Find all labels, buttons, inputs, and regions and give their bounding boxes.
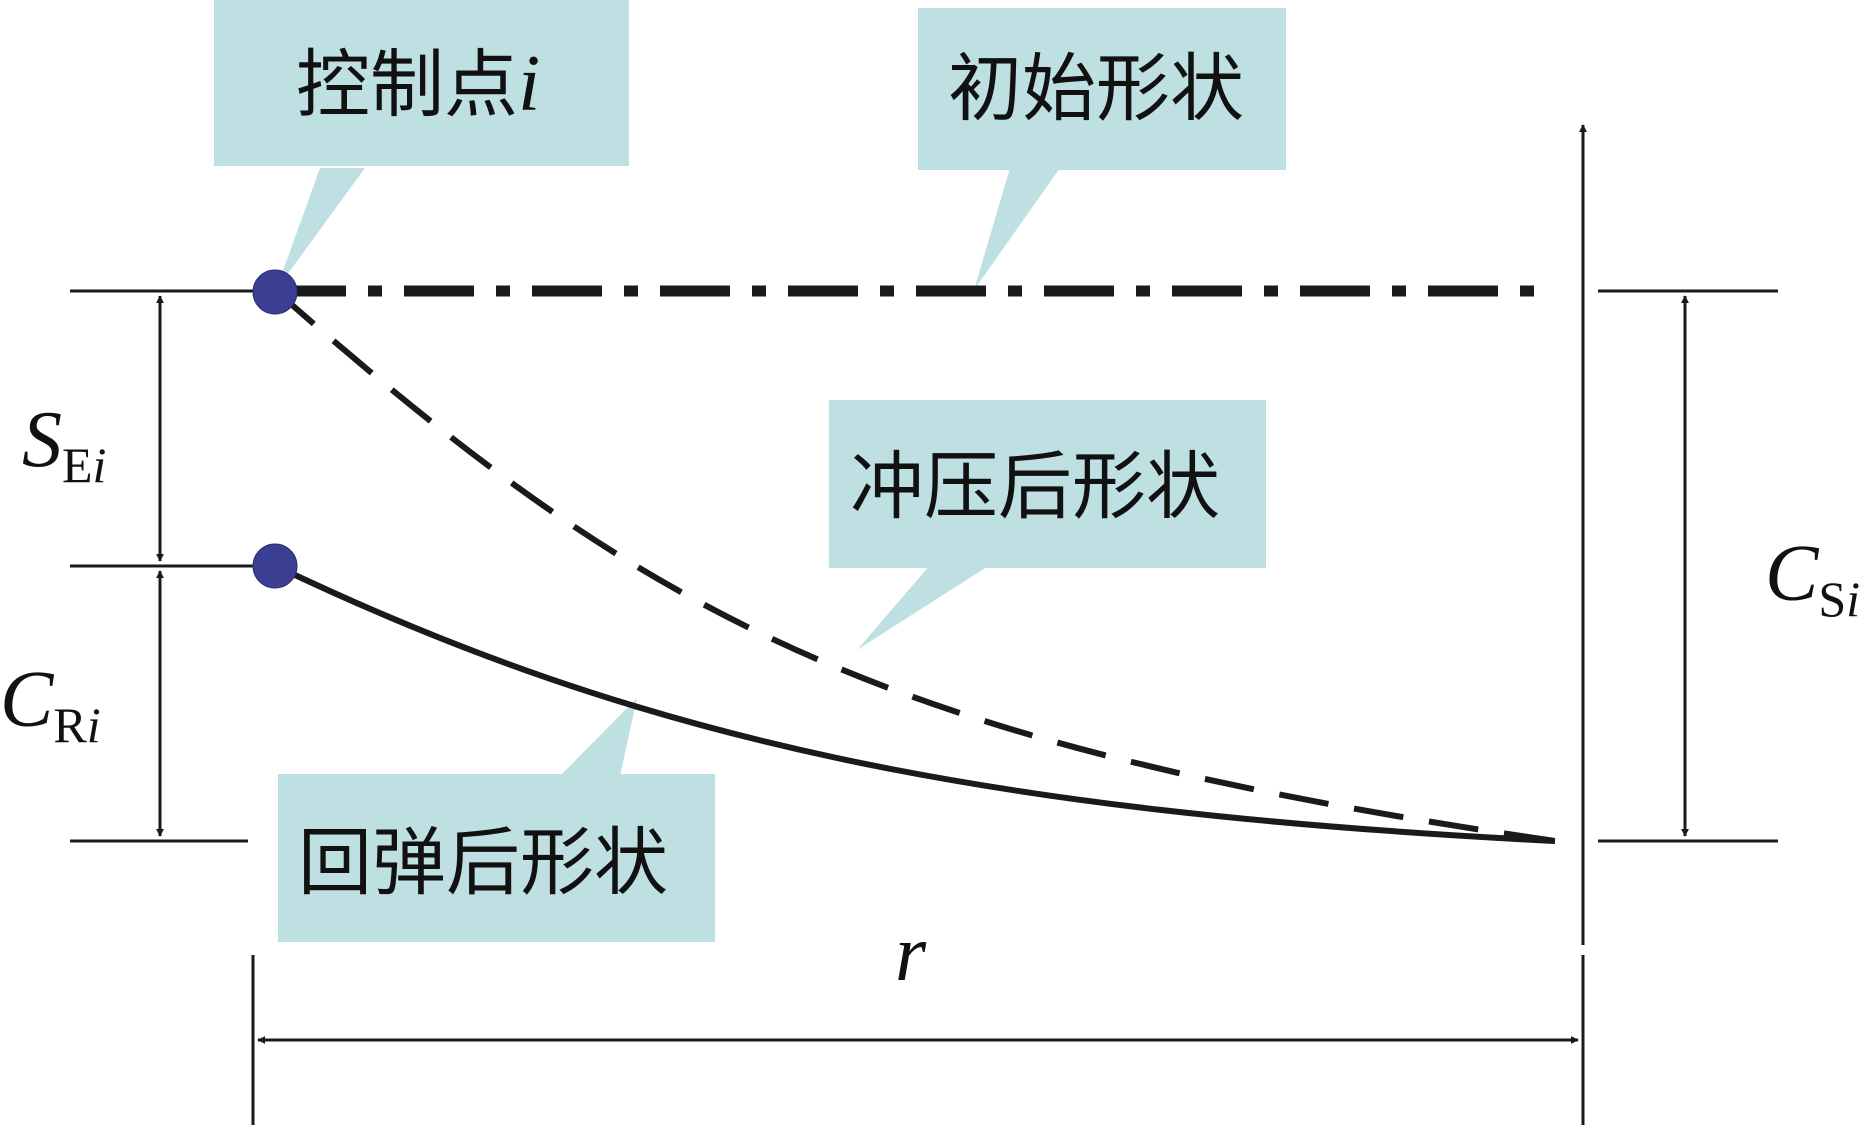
control-point-top <box>252 269 298 315</box>
callout-initial-shape-pointer <box>974 168 1060 290</box>
callout-control-point: 控制点i <box>214 0 629 290</box>
control-point-bottom <box>252 543 298 589</box>
callout-stamped-shape: 冲压后形状 <box>829 400 1266 650</box>
stamped-shape-curve <box>274 288 1556 844</box>
callout-springback-shape-box <box>278 774 715 942</box>
callout-stamped-shape-pointer <box>857 565 990 650</box>
callout-springback-shape-label: 回弹后形状 <box>298 820 668 906</box>
springback-shape-curve <box>274 563 1556 844</box>
label-cs: CSi <box>1765 530 1860 627</box>
callout-springback-shape: 回弹后形状 <box>278 698 715 942</box>
label-se: SEi <box>22 396 106 493</box>
callout-initial-shape: 初始形状 <box>918 8 1286 290</box>
callout-control-point-label: 控制点i <box>296 40 540 128</box>
callout-initial-shape-label: 初始形状 <box>948 46 1244 132</box>
callout-stamped-shape-box <box>829 400 1266 568</box>
callout-stamped-shape-label: 冲压后形状 <box>850 444 1220 530</box>
callout-control-point-pointer <box>276 168 365 290</box>
callout-control-point-box <box>214 0 629 166</box>
callout-springback-shape-pointer <box>560 698 637 776</box>
label-cr: CRi <box>0 656 101 753</box>
label-r: r <box>895 910 927 998</box>
callout-initial-shape-box <box>918 8 1286 170</box>
